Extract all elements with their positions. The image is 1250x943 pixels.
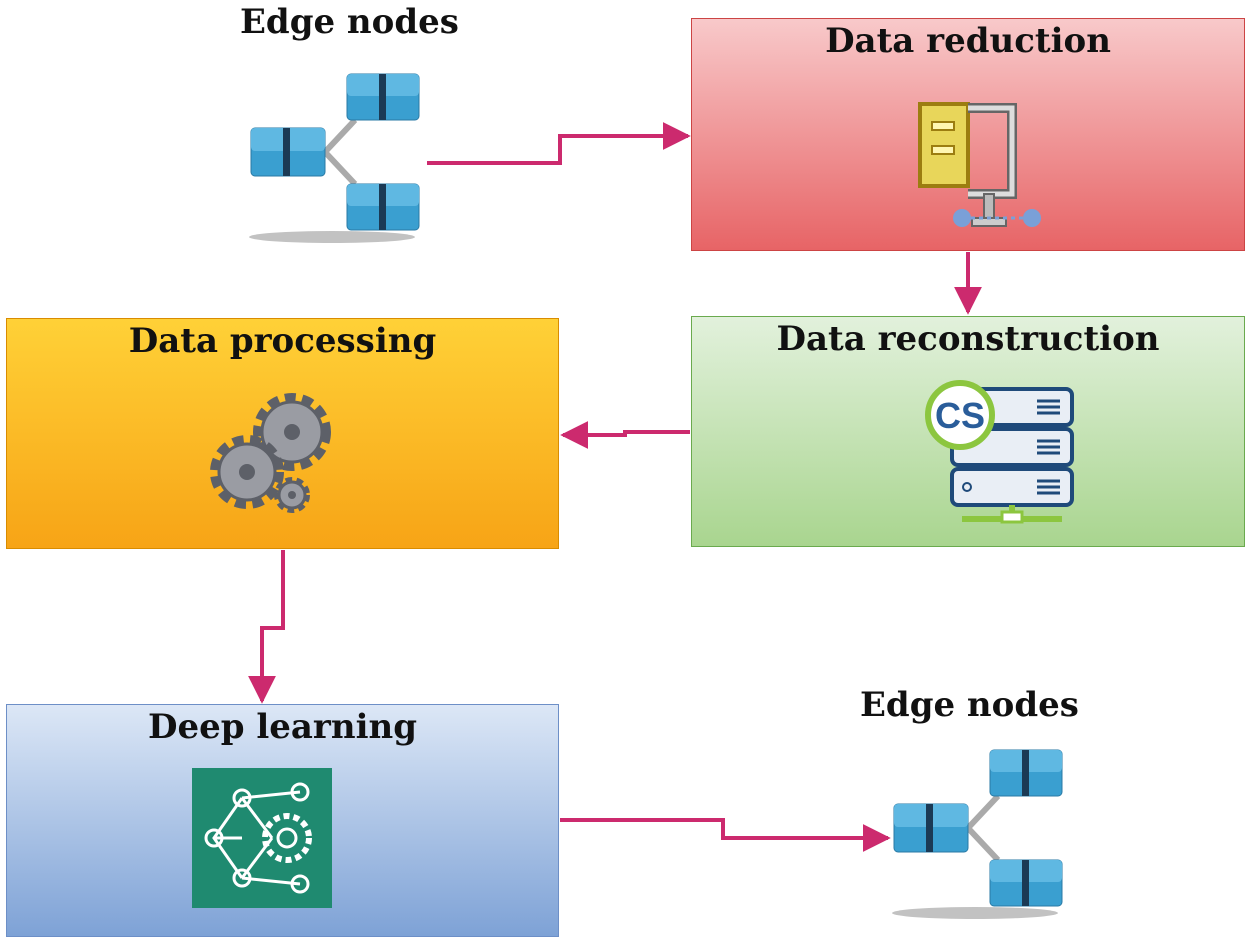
- data-processing-label: Data processing: [128, 321, 437, 361]
- network-nodes-icon: [888, 748, 1068, 923]
- arrow-reconstruction-to-processing: [560, 421, 690, 449]
- edge-nodes-top-label: Edge nodes: [240, 2, 459, 42]
- data-reconstruction-label: Data reconstruction: [776, 319, 1160, 359]
- data-reconstruction-box: Data reconstruction CS: [691, 316, 1245, 547]
- data-reduction-box: Data reduction: [691, 18, 1245, 251]
- arrow-processing-to-deep: [248, 550, 285, 704]
- data-reduction-label: Data reduction: [825, 21, 1111, 61]
- network-nodes-icon: [245, 72, 425, 247]
- edge-nodes-bottom-label: Edge nodes: [860, 685, 1079, 725]
- data-processing-box: Data processing: [6, 318, 559, 549]
- deep-learning-label: Deep learning: [148, 707, 417, 747]
- arrow-edge-to-reduction: [427, 122, 691, 165]
- cs-server-icon: CS: [922, 379, 1082, 529]
- deep-learning-box: Deep learning: [6, 704, 559, 937]
- arrow-deep-to-edge: [560, 818, 891, 852]
- compress-clamp-icon: [908, 94, 1048, 234]
- gears-icon: [207, 387, 347, 527]
- cs-badge-text: CS: [935, 395, 985, 436]
- neural-network-gear-icon: [192, 768, 332, 908]
